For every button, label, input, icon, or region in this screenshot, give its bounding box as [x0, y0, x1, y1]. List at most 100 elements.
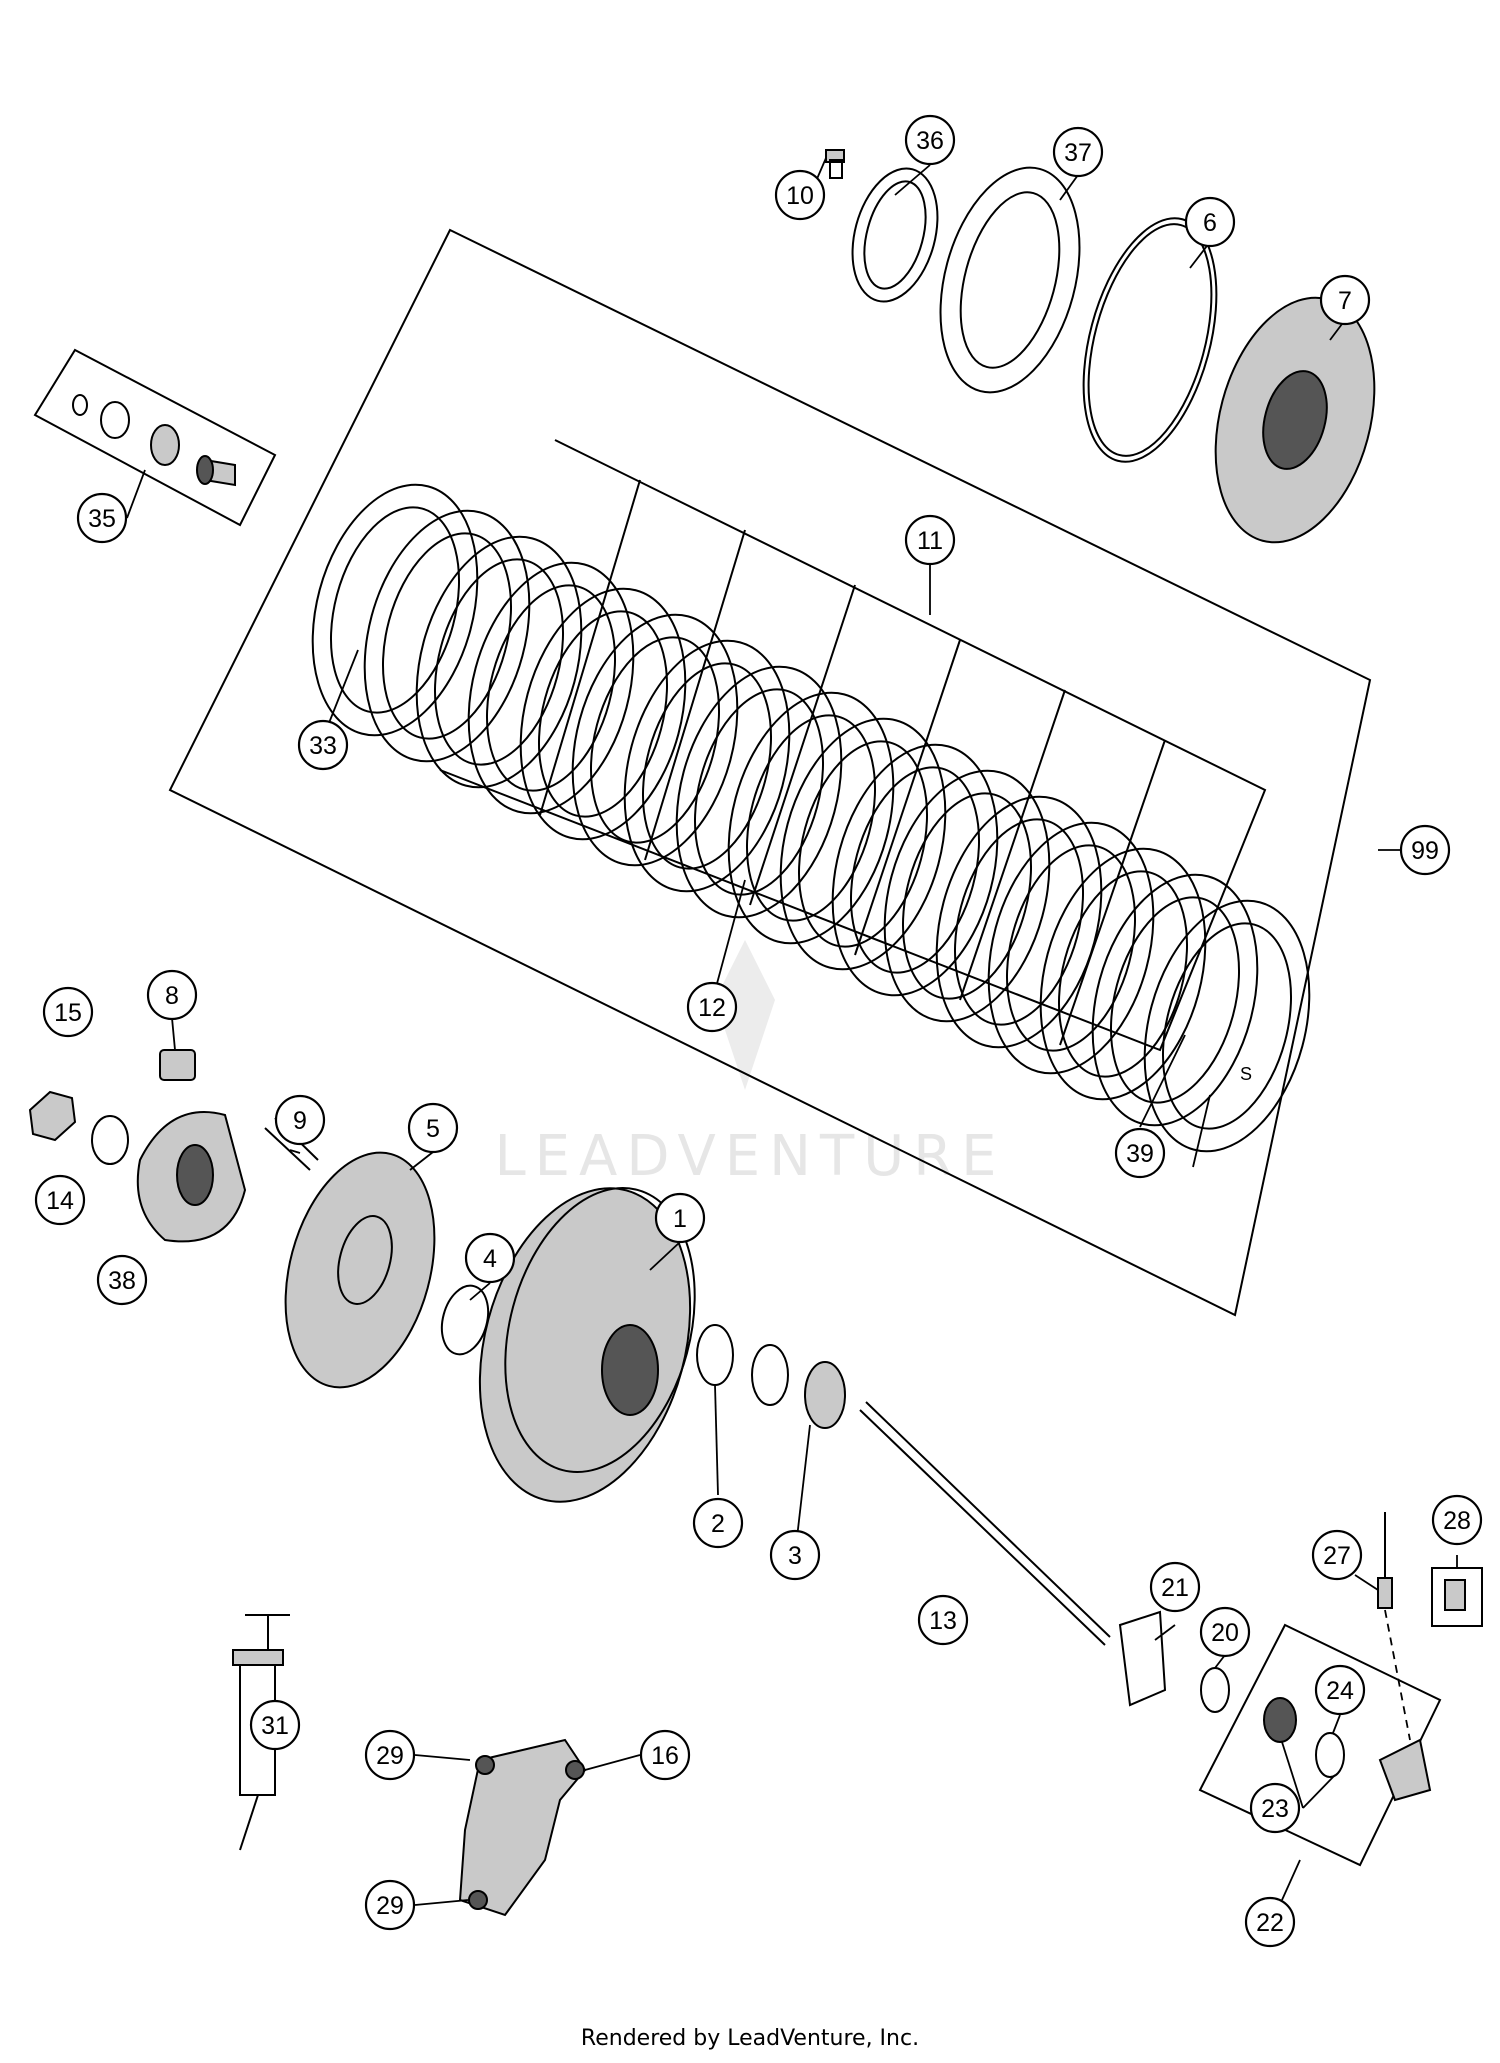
callout-number: 23	[1261, 1795, 1289, 1823]
plate-group-frame	[439, 439, 1267, 1052]
callout-38: 38	[96, 1254, 148, 1306]
clutch-plate-inner	[745, 714, 877, 922]
basket-5	[284, 1151, 436, 1389]
callout-31: 31	[249, 1699, 301, 1751]
callout-3: 3	[769, 1529, 821, 1581]
clutch-plate	[1039, 847, 1207, 1101]
callout-circle	[464, 1232, 516, 1284]
clutch-plate-inner	[537, 610, 669, 818]
callout-circle	[364, 1879, 416, 1931]
pressure-plate-7	[1214, 296, 1376, 544]
clutch-plate	[883, 769, 1051, 1023]
callout-number: 15	[54, 999, 82, 1027]
callout-12: 12	[686, 981, 738, 1033]
clutch-plate	[571, 613, 739, 867]
clutch-plate-inner	[589, 636, 721, 844]
clutch-plates-stack	[311, 483, 1311, 1153]
kit-99-frame	[168, 228, 1372, 1317]
nut-15	[28, 1090, 77, 1142]
callout-number: 9	[293, 1107, 307, 1135]
callout-8: 8	[146, 969, 198, 1021]
callout-number: 3	[788, 1542, 802, 1570]
callout-circle	[1319, 274, 1371, 326]
slave-cylinder-22-parts	[1263, 1697, 1432, 1802]
bearing-36	[851, 167, 939, 303]
clutch-plate	[987, 821, 1155, 1075]
callout-circle	[1199, 1606, 1251, 1658]
callout-number: 12	[698, 994, 726, 1022]
watermark: LEADVENTURE	[494, 940, 1005, 1189]
callout-15: 15	[42, 986, 94, 1038]
callout-number: 36	[916, 127, 944, 155]
callout-number: 31	[261, 1712, 289, 1740]
callout-99: 99	[1399, 824, 1451, 876]
callout-number: 6	[1203, 209, 1217, 237]
callout-number: 11	[917, 527, 943, 555]
callout-number: 29	[376, 1892, 404, 1920]
clutch-plate	[623, 639, 791, 893]
callout-circle	[146, 969, 198, 1021]
callout-circle	[769, 1529, 821, 1581]
callout-circle	[654, 1192, 706, 1244]
callout-6: 6	[1184, 196, 1236, 248]
callout-37: 37	[1052, 126, 1104, 178]
callout-39: 39	[1114, 1127, 1166, 1179]
callout-number: 27	[1323, 1542, 1351, 1570]
clutch-plate	[779, 717, 947, 971]
callout-4: 4	[464, 1232, 516, 1284]
callout-13: 13	[917, 1594, 969, 1646]
callout-number: 5	[426, 1115, 440, 1143]
callout-circle	[1314, 1664, 1366, 1716]
spring-6	[1082, 217, 1218, 463]
callout-circle	[76, 492, 128, 544]
clutch-plate	[727, 691, 895, 945]
callout-circle	[1311, 1529, 1363, 1581]
callout-circle	[274, 1094, 326, 1146]
watermark-text: LEADVENTURE	[494, 1124, 1005, 1189]
callout-number: 37	[1064, 139, 1092, 167]
clutch-plate-inner	[901, 792, 1033, 1000]
gasket-21	[1118, 1610, 1167, 1707]
callout-number: 14	[46, 1187, 74, 1215]
callout-number: 24	[1326, 1677, 1354, 1705]
hub-38	[136, 1111, 247, 1243]
clutch-plate	[675, 665, 843, 919]
clutch-plate-inner	[797, 740, 929, 948]
callout-circle	[249, 1699, 301, 1751]
clutch-plate-inner	[693, 688, 825, 896]
callout-number: 38	[108, 1267, 136, 1295]
callout-number: 16	[651, 1742, 679, 1770]
callout-24: 24	[1314, 1664, 1366, 1716]
callout-29: 29	[364, 1879, 416, 1931]
callout-circle	[1052, 126, 1104, 178]
callout-circle	[1244, 1896, 1296, 1948]
callout-circle	[904, 114, 956, 166]
callout-20: 20	[1199, 1606, 1251, 1658]
kit-22-frame	[1198, 1623, 1442, 1867]
callout-circle	[297, 719, 349, 771]
callout-33: 33	[297, 719, 349, 771]
clutch-plate-inner	[329, 506, 461, 714]
clutch-plate-inner	[433, 558, 565, 766]
callout-circle	[639, 1729, 691, 1781]
clutch-plate	[311, 483, 479, 737]
callout-23: 23	[1249, 1782, 1301, 1834]
clutch-plate	[1091, 873, 1259, 1127]
callout-number: 13	[929, 1607, 957, 1635]
callout-circle	[686, 981, 738, 1033]
kit-35-parts	[72, 394, 236, 487]
callout-circle	[364, 1729, 416, 1781]
callout-circle	[904, 514, 956, 566]
callout-circle	[1249, 1782, 1301, 1834]
footer-credit: Rendered by LeadVenture, Inc.	[580, 2026, 920, 2051]
callout-5: 5	[407, 1102, 459, 1154]
callout-circle	[1431, 1494, 1483, 1546]
clutch-plate-inner	[1161, 922, 1293, 1130]
slave-housing-16	[458, 1738, 587, 1917]
clip-8	[159, 1049, 196, 1081]
callout-number: 7	[1338, 287, 1352, 315]
clutch-plate-inner	[641, 662, 773, 870]
callout-circle	[692, 1497, 744, 1549]
callout-number: 4	[483, 1245, 497, 1273]
